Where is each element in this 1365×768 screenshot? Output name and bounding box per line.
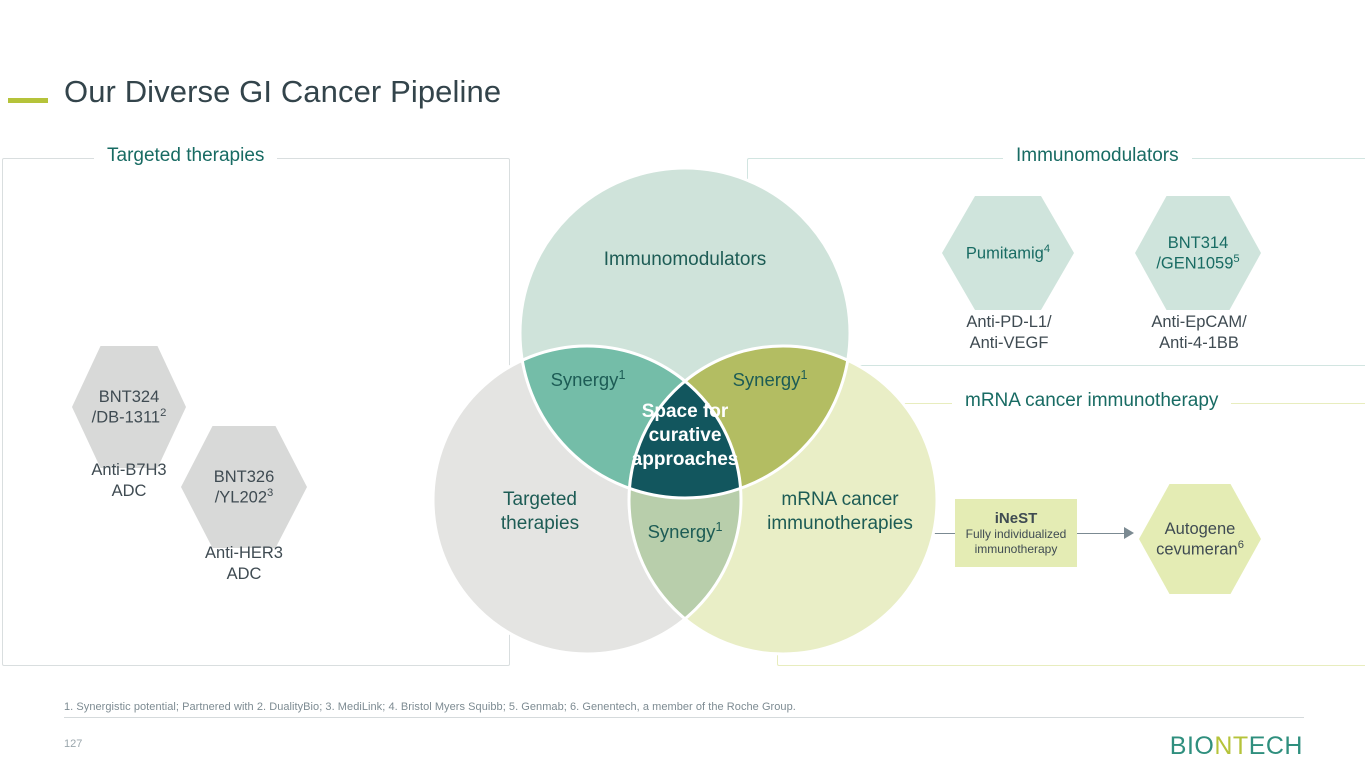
hexagon-bnt314[interactable]: BNT314/GEN10595 xyxy=(1135,196,1261,310)
venn-center-region xyxy=(629,346,741,498)
frame-label-targeted-therapies: Targeted therapies xyxy=(94,145,278,167)
hexagon-bnt326-text: BNT326/YL2023 xyxy=(213,467,275,507)
section-frame-mrna-cancer-immunotherapy: mRNA cancer immunotherapy xyxy=(777,390,1365,666)
venn-label-synergy-bottom: Synergy1 xyxy=(647,520,723,543)
hexagon-bnt324[interactable]: BNT324/DB-13112 xyxy=(72,346,186,468)
venn-diagram-svg xyxy=(431,166,939,656)
section-frame-targeted-therapies: Targeted therapies xyxy=(2,145,510,666)
hexagon-bnt326-caption: Anti-HER3 ADC xyxy=(205,544,283,584)
frame-label-mrna-cancer-immunotherapy: mRNA cancer immunotherapy xyxy=(952,390,1232,412)
page-number: 127 xyxy=(64,738,83,750)
venn-label-targeted-therapies: Targeted therapies xyxy=(500,489,580,534)
connector-line-left xyxy=(920,533,956,534)
venn-label-center: Space for curative approaches xyxy=(631,401,739,470)
venn-label-synergy-right: Synergy1 xyxy=(732,368,808,391)
venn-label-mrna-immunotherapies: mRNA cancer immunotherapies xyxy=(767,489,913,534)
logo-part-3: ECH xyxy=(1248,732,1303,760)
arrow-right-icon xyxy=(1124,527,1134,539)
hexagon-pumitamig-text: Pumitamig4 xyxy=(965,242,1051,263)
title-accent-rule xyxy=(8,98,48,103)
footnote-text: 1. Synergistic potential; Partnered with… xyxy=(64,701,796,713)
inest-card[interactable]: iNeST Fully individualized immunotherapy xyxy=(955,499,1077,567)
venn-diagram: Immunomodulators Targeted therapies mRNA… xyxy=(420,166,950,660)
hexagon-pumitamig[interactable]: Pumitamig4 xyxy=(942,196,1074,310)
frame-label-immunomodulators: Immunomodulators xyxy=(1003,145,1192,167)
inest-subtitle: Fully individualized immunotherapy xyxy=(965,526,1067,556)
hexagon-bnt324-caption: Anti-B7H3 ADC xyxy=(91,461,167,501)
venn-label-synergy-left: Synergy1 xyxy=(550,368,626,391)
connector-line-right xyxy=(1077,533,1127,534)
logo-part-2: NT xyxy=(1214,732,1249,760)
logo-part-1: BIO xyxy=(1169,732,1215,760)
footer-divider xyxy=(64,717,1304,718)
page-title: Our Diverse GI Cancer Pipeline xyxy=(64,74,502,109)
inest-title: iNeST xyxy=(994,509,1038,527)
hexagon-bnt314-text: BNT314/GEN10595 xyxy=(1156,233,1240,273)
venn-label-immunomodulators: Immunomodulators xyxy=(603,249,767,270)
hexagon-pumitamig-caption: Anti-PD-L1/ Anti-VEGF xyxy=(966,313,1052,353)
hexagon-bnt324-text: BNT324/DB-13112 xyxy=(91,387,167,427)
hexagon-bnt314-caption: Anti-EpCAM/ Anti-4-1BB xyxy=(1151,313,1247,353)
biontech-logo: BIONTECH xyxy=(1170,732,1303,761)
